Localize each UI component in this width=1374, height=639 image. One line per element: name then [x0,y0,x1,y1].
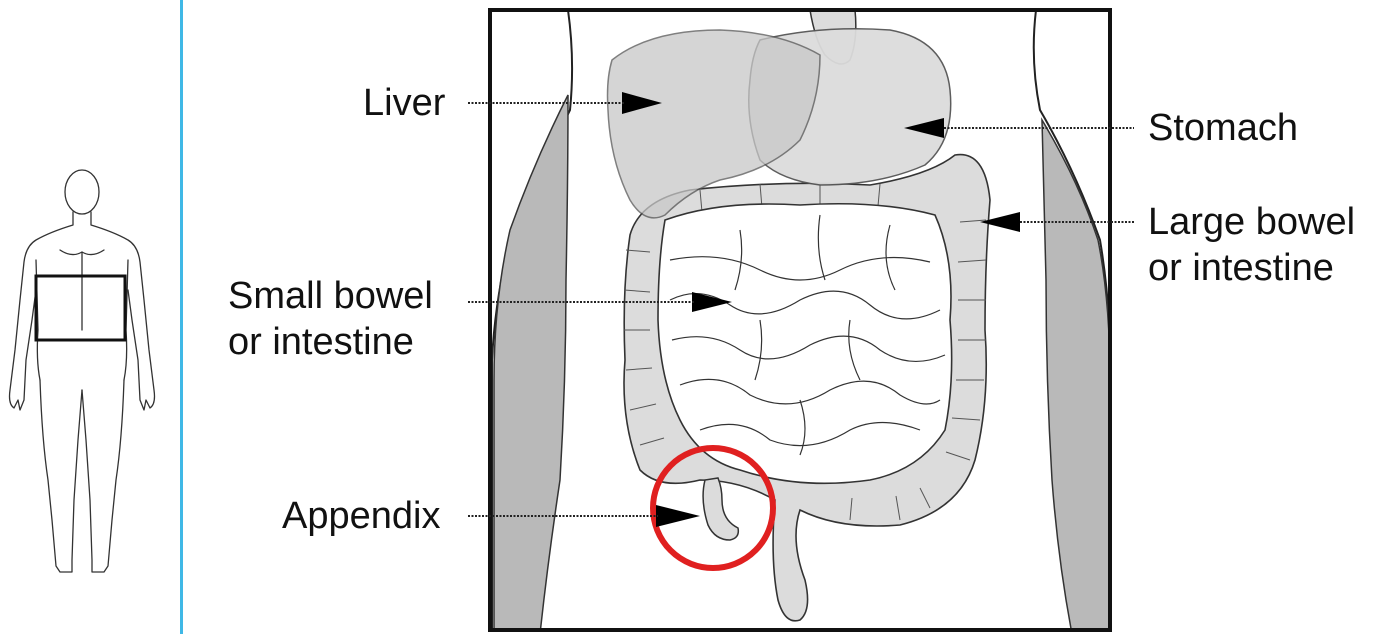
large-bowel-label-line2: or intestine [1148,245,1355,291]
appendix-shape [703,478,738,540]
large-bowel-label-line1: Large bowel [1148,199,1355,245]
right-flank [1042,120,1110,634]
large-bowel-label: Large bowel or intestine [1148,199,1355,291]
small-intestine [658,204,952,484]
appendix-label: Appendix [282,493,440,539]
body-outline-figure [10,170,155,572]
small-bowel-label: Small bowel or intestine [228,273,433,365]
left-flank [494,95,568,634]
small-bowel-label-line1: Small bowel [228,273,433,319]
appendix-arrowhead [656,505,700,527]
divider-line [180,0,183,634]
small-bowel-label-line2: or intestine [228,319,433,365]
region-indicator-box [36,276,125,340]
stomach-label: Stomach [1148,105,1298,151]
liver-label: Liver [363,80,445,126]
